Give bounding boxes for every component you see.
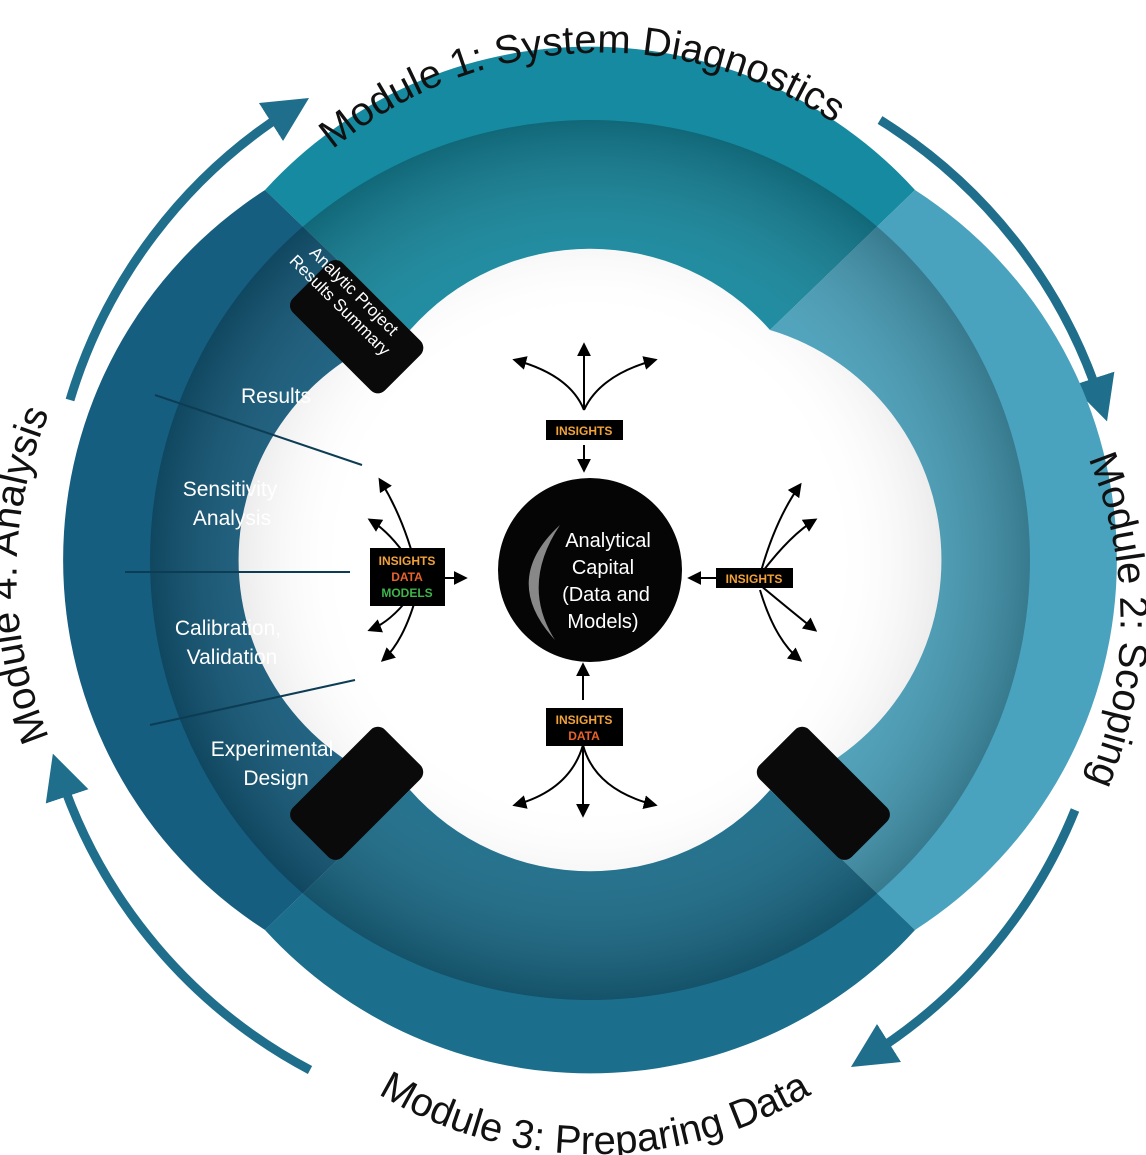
analysis-steps: Results Sensitivity Analysis Calibration… bbox=[125, 385, 363, 790]
svg-text:DATA: DATA bbox=[391, 570, 423, 584]
step-calibration-line-1: Calibration, bbox=[175, 617, 281, 640]
svg-text:INSIGHTS: INSIGHTS bbox=[379, 554, 436, 568]
arrow-to-module-1 bbox=[65, 97, 310, 402]
step-sensitivity-line-1: Sensitivity bbox=[183, 478, 278, 501]
arrow-to-module-2 bbox=[877, 116, 1115, 422]
insight-arrows bbox=[367, 342, 818, 818]
step-sensitivity-line-2: Analysis bbox=[193, 507, 271, 530]
tag-bottom: INSIGHTS DATA bbox=[546, 708, 623, 746]
core-line-1: Analytical bbox=[565, 530, 651, 552]
svg-text:MODELS: MODELS bbox=[381, 586, 432, 600]
svg-text:INSIGHTS: INSIGHTS bbox=[726, 572, 783, 586]
step-experimental-line-2: Design bbox=[243, 767, 308, 790]
arrow-to-module-4 bbox=[45, 753, 313, 1074]
svg-text:INSIGHTS: INSIGHTS bbox=[556, 424, 613, 438]
module-3-label: Module 3: Preparing Data bbox=[373, 1063, 817, 1155]
core-line-4: Models) bbox=[567, 611, 638, 633]
step-experimental-line-1: Experimental bbox=[211, 738, 334, 761]
module-4-label: Module 4: Analysis bbox=[0, 400, 58, 750]
tag-top: INSIGHTS bbox=[546, 420, 623, 440]
tag-right: INSIGHTS bbox=[716, 568, 793, 588]
step-calibration-line-2: Validation bbox=[187, 646, 278, 669]
arrow-to-module-3 bbox=[850, 808, 1080, 1067]
strap-top-right bbox=[290, 260, 424, 394]
cycle-arrows bbox=[45, 97, 1115, 1074]
crescent-icon bbox=[528, 525, 560, 640]
strap-top-left bbox=[290, 726, 424, 860]
strap-bottom-right bbox=[756, 726, 890, 860]
step-results: Results bbox=[241, 385, 311, 408]
analytical-capital-core: Analytical Capital (Data and Models) bbox=[498, 478, 682, 662]
core-line-3: (Data and bbox=[562, 584, 650, 606]
svg-text:INSIGHTS: INSIGHTS bbox=[556, 713, 613, 727]
svg-text:DATA: DATA bbox=[568, 729, 600, 743]
core-line-2: Capital bbox=[572, 557, 634, 579]
tag-left: INSIGHTS DATA MODELS bbox=[370, 548, 445, 606]
